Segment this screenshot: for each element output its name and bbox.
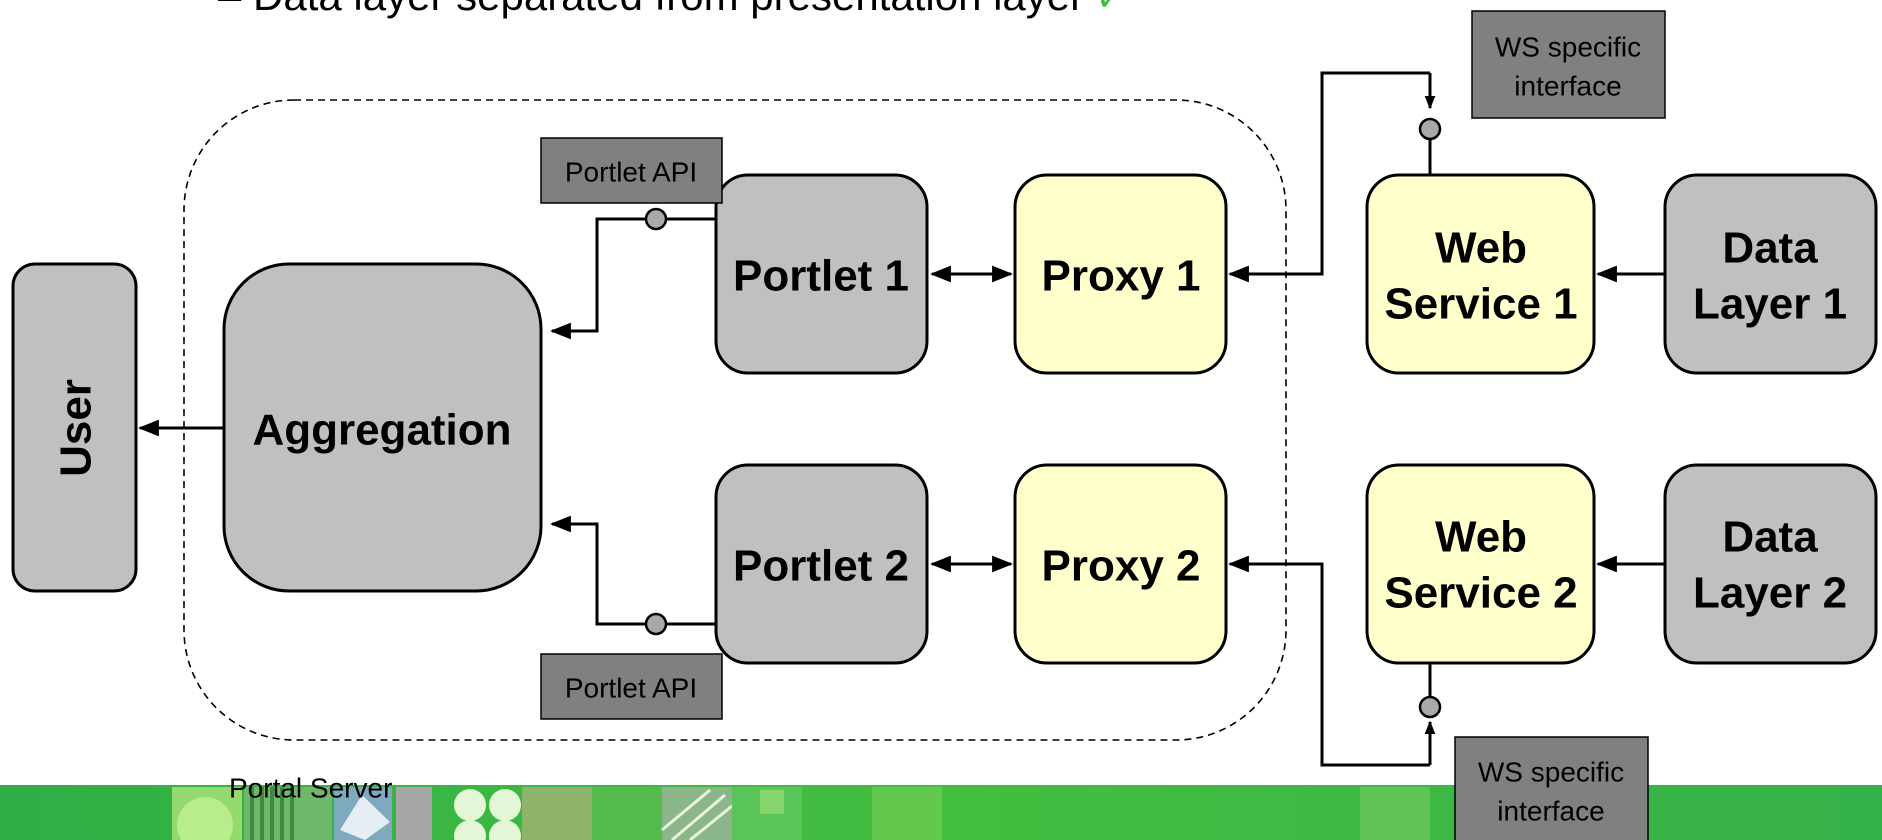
arrow-portlet1-api-to-aggregation — [549, 217, 716, 340]
portlet-2-api-port — [644, 612, 668, 636]
aggregation-label: Aggregation — [252, 406, 511, 455]
ws-interface-label-top-box — [1471, 10, 1666, 119]
portlet-api-label-bottom: Portlet API — [540, 653, 723, 720]
data-layer-2-box: Data Layer 2 — [1663, 463, 1878, 665]
aggregation-box: Aggregation — [222, 262, 543, 593]
proxy-2-box: Proxy 2 — [1013, 463, 1228, 665]
portlet-api-label-top-box — [540, 137, 723, 204]
footer-tile — [522, 787, 592, 840]
web-service-1-line1: Web — [1435, 224, 1527, 273]
web-service-2-box: Web Service 2 — [1365, 463, 1596, 665]
ws2-interface-port — [1418, 695, 1442, 719]
portlet-api-label-bottom-text: Portlet API — [565, 673, 697, 704]
user-box-shape — [11, 262, 138, 593]
connectors — [137, 71, 1665, 767]
portlet-2-shape — [714, 463, 929, 665]
footer-tile — [872, 787, 942, 840]
portal-server-boundary — [183, 99, 1287, 741]
heading: – Data layer separated from presentation… — [218, 0, 1418, 20]
interface-ports — [644, 117, 1442, 719]
footer-dot — [454, 820, 486, 840]
footer-stripes — [250, 787, 294, 840]
data-layer-1-line1: Data — [1722, 224, 1818, 273]
footer-dot — [489, 820, 521, 840]
footer-diamond-decoration — [340, 795, 390, 840]
ws1-interface-port — [1418, 117, 1442, 141]
footer-circle-decoration — [177, 797, 233, 840]
ws-interface-label-bottom-line2: interface — [1497, 796, 1604, 827]
user-box: User — [11, 262, 138, 593]
web-service-1-line2: Service 1 — [1384, 280, 1577, 329]
check-icon: ✓ — [1096, 0, 1125, 18]
footer-diagonals — [661, 788, 733, 840]
data-layer-2-shape — [1663, 463, 1878, 665]
portlet-1-api-port — [644, 207, 668, 231]
portal-server-label: Portal Server — [229, 773, 392, 804]
ws-interface-label-bottom-line1: WS specific — [1478, 757, 1624, 788]
user-label: User — [52, 379, 101, 477]
arrow-ws2-interface-to-proxy2 — [1227, 555, 1430, 767]
portlet-2-label: Portlet 2 — [733, 542, 909, 591]
web-service-2-line1: Web — [1435, 513, 1527, 562]
footer-dot — [454, 789, 486, 821]
web-service-1-shape — [1365, 173, 1596, 375]
portlet-api-label-top: Portlet API — [540, 137, 723, 204]
ws-interface-label-top-line1: WS specific — [1495, 32, 1641, 63]
portlet-1-box: Portlet 1 — [714, 173, 929, 375]
proxy-1-shape — [1013, 173, 1228, 375]
heading-text: – Data layer separated from presentation… — [218, 0, 1084, 19]
portlet-1-shape — [714, 173, 929, 375]
footer-tile — [662, 787, 732, 840]
ws-interface-label-bottom: WS specific interface — [1454, 736, 1649, 840]
web-service-1-box: Web Service 1 — [1365, 173, 1596, 375]
ws-interface-label-top-line2: interface — [1514, 71, 1621, 102]
data-layer-2-line2: Layer 2 — [1693, 569, 1847, 618]
web-service-2-line2: Service 2 — [1384, 569, 1577, 618]
data-layer-2-line1: Data — [1722, 513, 1818, 562]
data-layer-1-box: Data Layer 1 — [1663, 173, 1878, 375]
footer-square — [760, 790, 784, 814]
arrow-ws1-interface-to-proxy1 — [1227, 71, 1430, 283]
portlet-1-label: Portlet 1 — [733, 252, 909, 301]
portlet-api-label-bottom-box — [540, 653, 723, 720]
web-service-2-shape — [1365, 463, 1596, 665]
proxy-2-shape — [1013, 463, 1228, 665]
data-layer-1-shape — [1663, 173, 1878, 375]
footer-tile — [396, 787, 432, 840]
ws-interface-label-top: WS specific interface — [1471, 10, 1666, 119]
portlet-2-box: Portlet 2 — [714, 463, 929, 665]
footer-dot — [489, 789, 521, 821]
ws-interface-label-bottom-box — [1454, 736, 1649, 840]
arrow-portlet2-api-to-aggregation — [549, 515, 716, 626]
footer-tile — [244, 787, 332, 840]
footer-tile — [592, 787, 662, 840]
proxy-1-label: Proxy 1 — [1042, 252, 1201, 301]
footer-tile — [1360, 787, 1430, 840]
proxy-2-label: Proxy 2 — [1042, 542, 1201, 591]
data-layer-1-line2: Layer 1 — [1693, 280, 1847, 329]
portlet-api-label-top-text: Portlet API — [565, 157, 697, 188]
proxy-1-box: Proxy 1 — [1013, 173, 1228, 375]
